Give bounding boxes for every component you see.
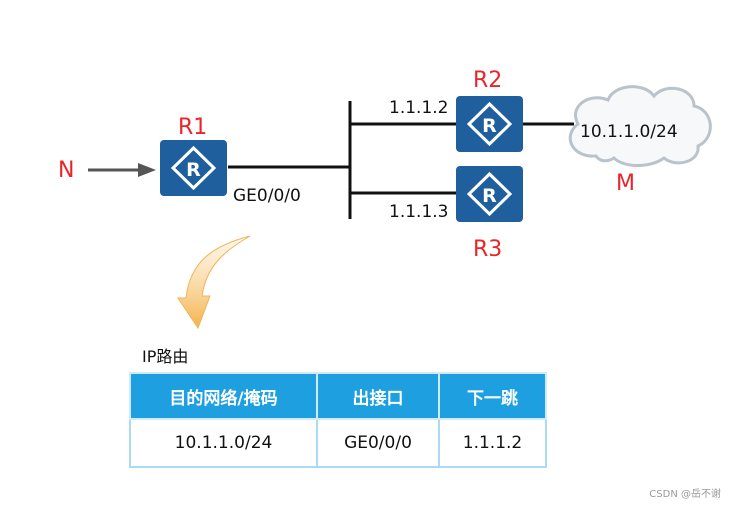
node-label-r3: R3 <box>473 237 502 262</box>
header-next-hop: 下一跳 <box>438 372 547 420</box>
cloud-icon <box>568 85 712 167</box>
header-interface: 出接口 <box>316 372 440 420</box>
header-destination: 目的网络/掩码 <box>129 372 318 420</box>
cell-next-hop: 1.1.1.2 <box>438 418 547 468</box>
node-label-r1: R1 <box>178 115 207 140</box>
ip-label-r2: 1.1.1.2 <box>389 98 448 118</box>
route-table-title: IP路由 <box>142 347 189 366</box>
cloud-network-label: 10.1.1.0/24 <box>580 122 678 142</box>
router-r3-icon <box>454 164 525 224</box>
watermark: CSDN @岳不谢 <box>649 489 721 500</box>
table-row: 10.1.1.0/24 GE0/0/0 1.1.1.2 <box>129 418 547 468</box>
router-r2-icon <box>454 94 525 154</box>
node-label-m: M <box>616 171 635 196</box>
ip-label-r3: 1.1.1.3 <box>389 202 448 222</box>
table-header-row: 目的网络/掩码 出接口 下一跳 <box>129 372 547 420</box>
interface-label-r1: GE0/0/0 <box>233 186 301 206</box>
cell-destination: 10.1.1.0/24 <box>129 418 318 468</box>
route-table: 目的网络/掩码 出接口 下一跳 10.1.1.0/24 GE0/0/0 1.1.… <box>129 372 547 468</box>
node-label-r2: R2 <box>473 68 502 93</box>
lookup-arrow-icon <box>177 235 251 330</box>
router-r1-icon <box>158 138 229 198</box>
node-label-n: N <box>58 158 74 183</box>
arrow-n-head <box>138 163 156 177</box>
cell-interface: GE0/0/0 <box>316 418 440 468</box>
